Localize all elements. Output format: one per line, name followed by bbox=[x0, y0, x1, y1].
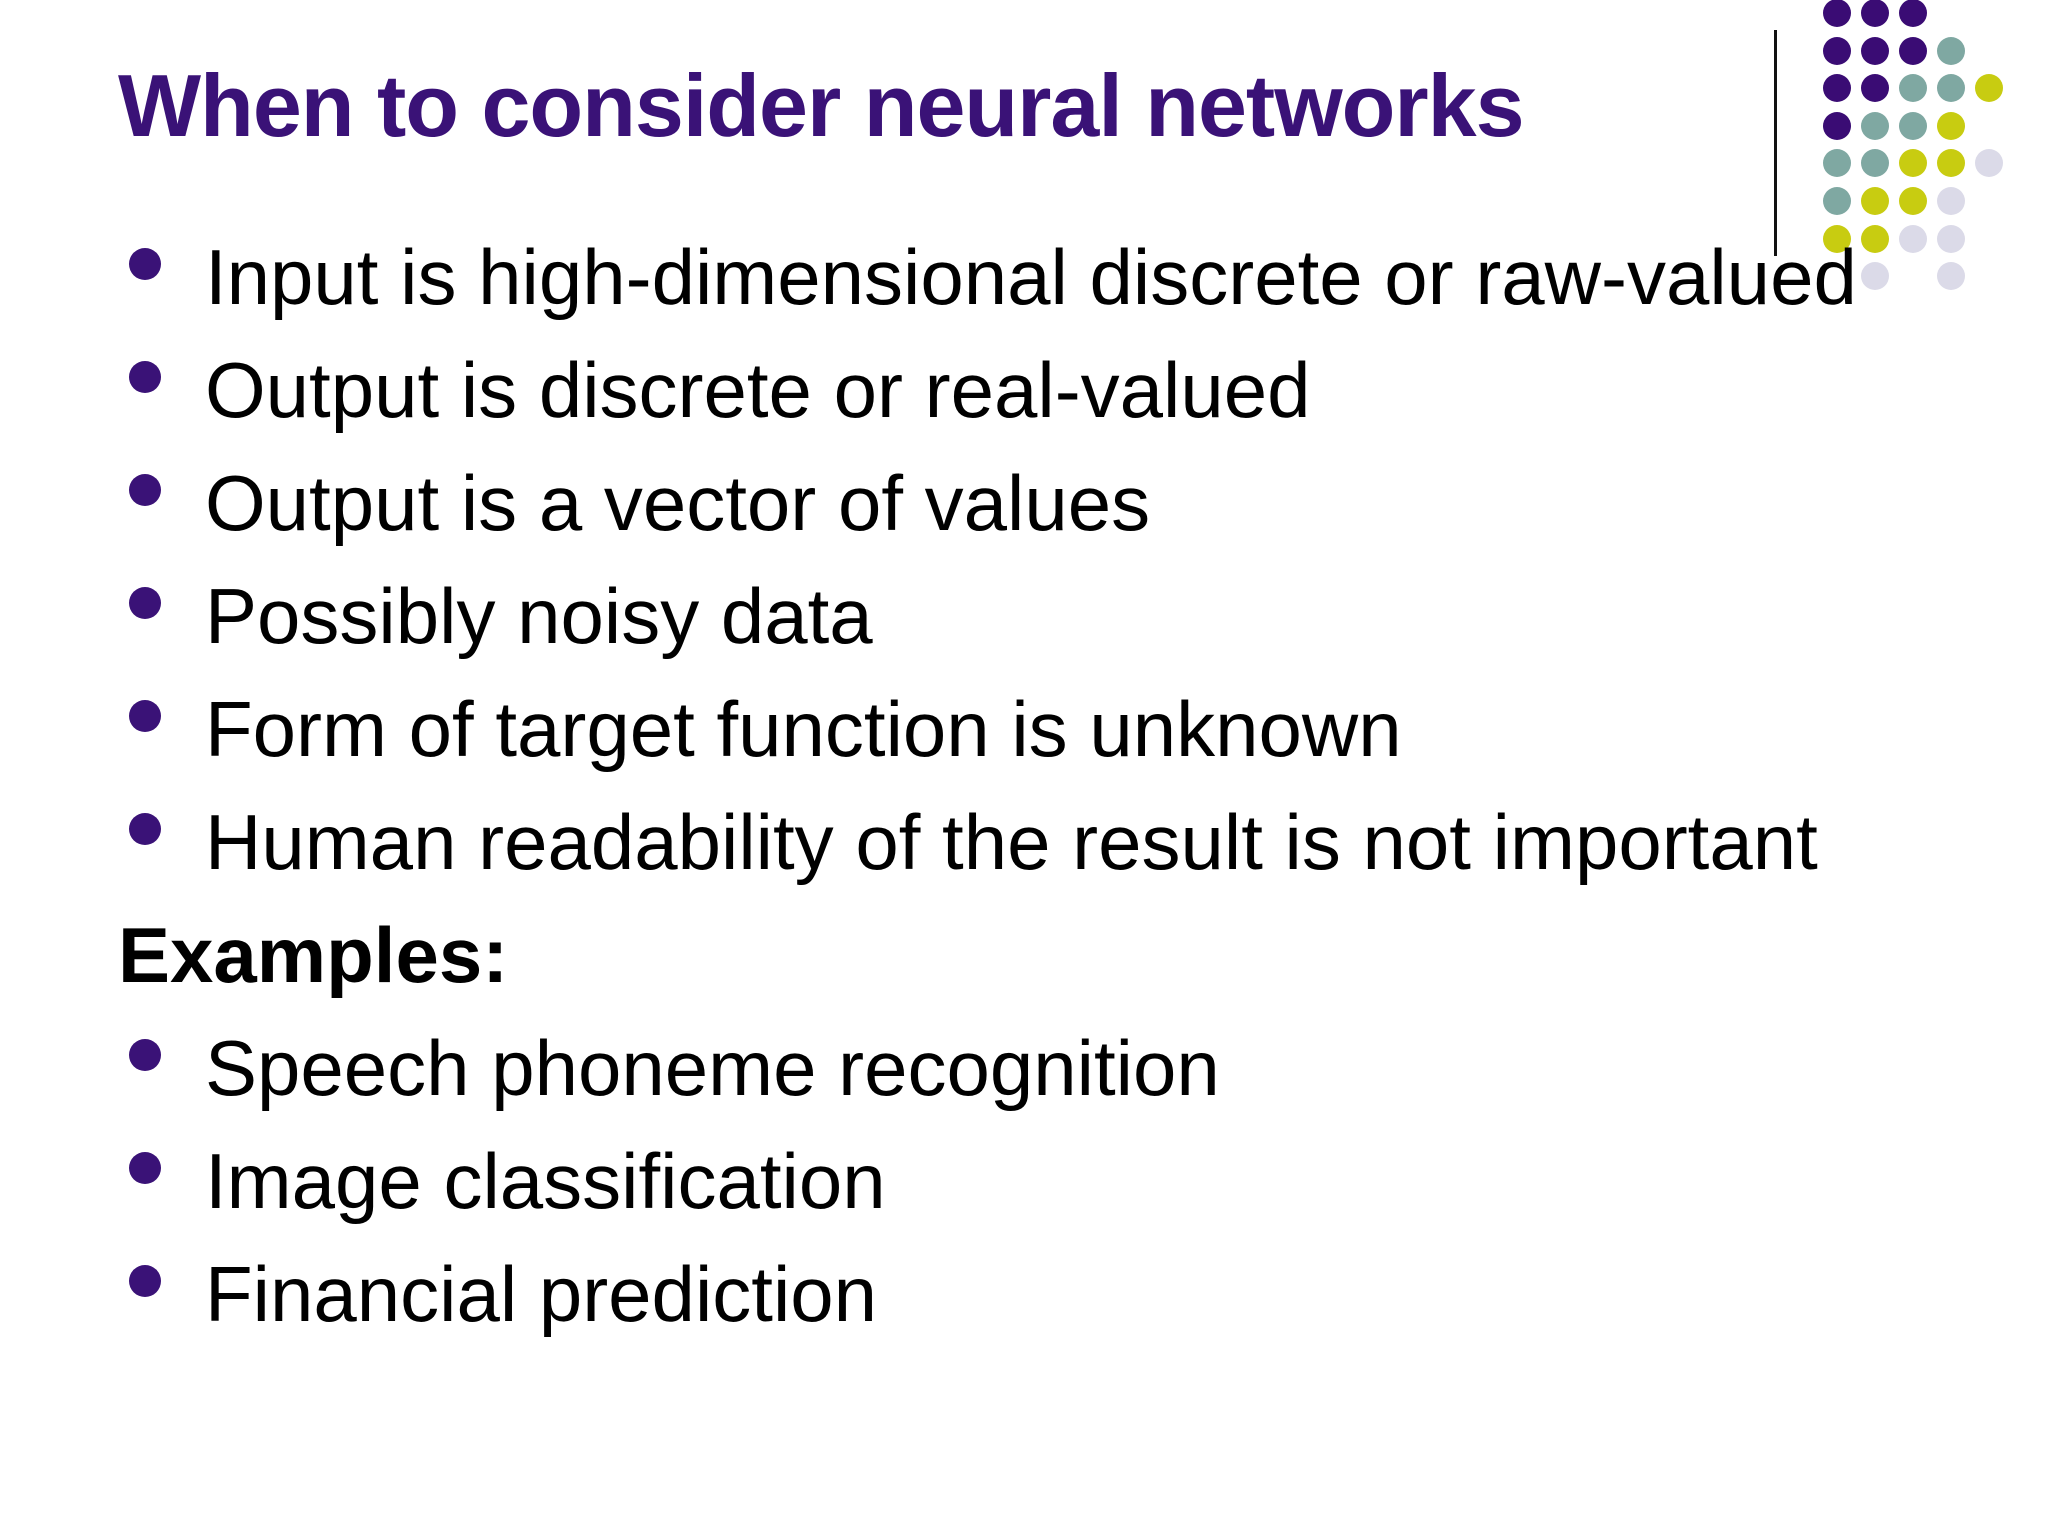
bullet-icon bbox=[129, 473, 161, 506]
deco-dot-lavender-icon bbox=[1937, 262, 1965, 291]
deco-dot-teal-icon bbox=[1861, 149, 1889, 178]
deco-dot-yellow-green-icon bbox=[1975, 74, 2003, 103]
list-item-example-2: Financial prediction bbox=[118, 1238, 1857, 1351]
deco-dot-purple-icon bbox=[1823, 36, 1851, 65]
deco-dot-teal-icon bbox=[1861, 111, 1889, 140]
deco-dot-yellow-green-icon bbox=[1861, 187, 1889, 215]
deco-dot-lavender-icon bbox=[1861, 262, 1889, 291]
deco-dot-teal-icon bbox=[1899, 74, 1927, 103]
list-item-example-0: Speech phoneme recognition bbox=[118, 1012, 1857, 1125]
list-item-main-4: Form of target function is unknown bbox=[118, 673, 1857, 786]
bullet-icon bbox=[129, 1151, 161, 1184]
deco-dot-yellow-green-icon bbox=[1899, 187, 1927, 215]
bullet-icon bbox=[129, 812, 161, 845]
deco-dot-purple-icon bbox=[1899, 0, 1927, 27]
deco-dot-teal-icon bbox=[1823, 187, 1851, 215]
deco-dot-teal-icon bbox=[1937, 74, 1965, 103]
bullet-icon bbox=[129, 1264, 161, 1297]
list-item-text: Input is high-dimensional discrete or ra… bbox=[205, 233, 1857, 321]
list-item-main-5: Human readability of the result is not i… bbox=[118, 786, 1857, 899]
list-item-text: Output is a vector of values bbox=[205, 459, 1151, 547]
list-item-text: Form of target function is unknown bbox=[205, 685, 1402, 773]
list-item-main-0: Input is high-dimensional discrete or ra… bbox=[118, 221, 1857, 334]
slide-body: Input is high-dimensional discrete or ra… bbox=[118, 221, 1857, 1351]
deco-dot-yellow-green-icon bbox=[1823, 224, 1851, 253]
bullet-icon bbox=[129, 699, 161, 732]
deco-dot-purple-icon bbox=[1861, 0, 1889, 27]
bullet-icon bbox=[129, 1038, 161, 1071]
list-item-text: Possibly noisy data bbox=[205, 572, 873, 660]
deco-dot-purple-icon bbox=[1823, 111, 1851, 140]
list-item-main-3: Possibly noisy data bbox=[118, 560, 1857, 673]
deco-dot-yellow-green-icon bbox=[1937, 149, 1965, 178]
deco-dot-lavender-icon bbox=[1937, 187, 1965, 215]
bullet-icon bbox=[129, 360, 161, 393]
slide-title: When to consider neural networks bbox=[118, 56, 1525, 155]
bullet-icon bbox=[129, 586, 161, 619]
deco-dot-purple-icon bbox=[1861, 36, 1889, 65]
list-item-text: Speech phoneme recognition bbox=[205, 1024, 1220, 1112]
deco-dot-lavender-icon bbox=[1975, 149, 2003, 178]
deco-dot-teal-icon bbox=[1899, 111, 1927, 140]
deco-dot-yellow-green-icon bbox=[1861, 224, 1889, 253]
list-item-main-1: Output is discrete or real-valued bbox=[118, 334, 1857, 447]
examples-heading-text: Examples: bbox=[118, 911, 509, 999]
deco-dot-yellow-green-icon bbox=[1937, 111, 1965, 140]
deco-dot-purple-icon bbox=[1899, 36, 1927, 65]
deco-dot-purple-icon bbox=[1823, 0, 1851, 27]
deco-dot-lavender-icon bbox=[1899, 224, 1927, 253]
list-item-text: Financial prediction bbox=[205, 1250, 878, 1338]
examples-heading: Examples: bbox=[118, 899, 1857, 1012]
vertical-divider-line bbox=[1774, 30, 1777, 256]
deco-dot-teal-icon bbox=[1823, 149, 1851, 178]
bullet-icon bbox=[129, 247, 161, 280]
deco-dot-teal-icon bbox=[1937, 36, 1965, 65]
deco-dot-lavender-icon bbox=[1937, 224, 1965, 253]
list-item-text: Human readability of the result is not i… bbox=[205, 798, 1818, 886]
list-item-example-1: Image classification bbox=[118, 1125, 1857, 1238]
deco-dot-yellow-green-icon bbox=[1899, 149, 1927, 178]
list-item-main-2: Output is a vector of values bbox=[118, 447, 1857, 560]
deco-dot-purple-icon bbox=[1861, 74, 1889, 103]
list-item-text: Output is discrete or real-valued bbox=[205, 346, 1311, 434]
deco-dot-purple-icon bbox=[1823, 74, 1851, 103]
list-item-text: Image classification bbox=[205, 1137, 886, 1225]
